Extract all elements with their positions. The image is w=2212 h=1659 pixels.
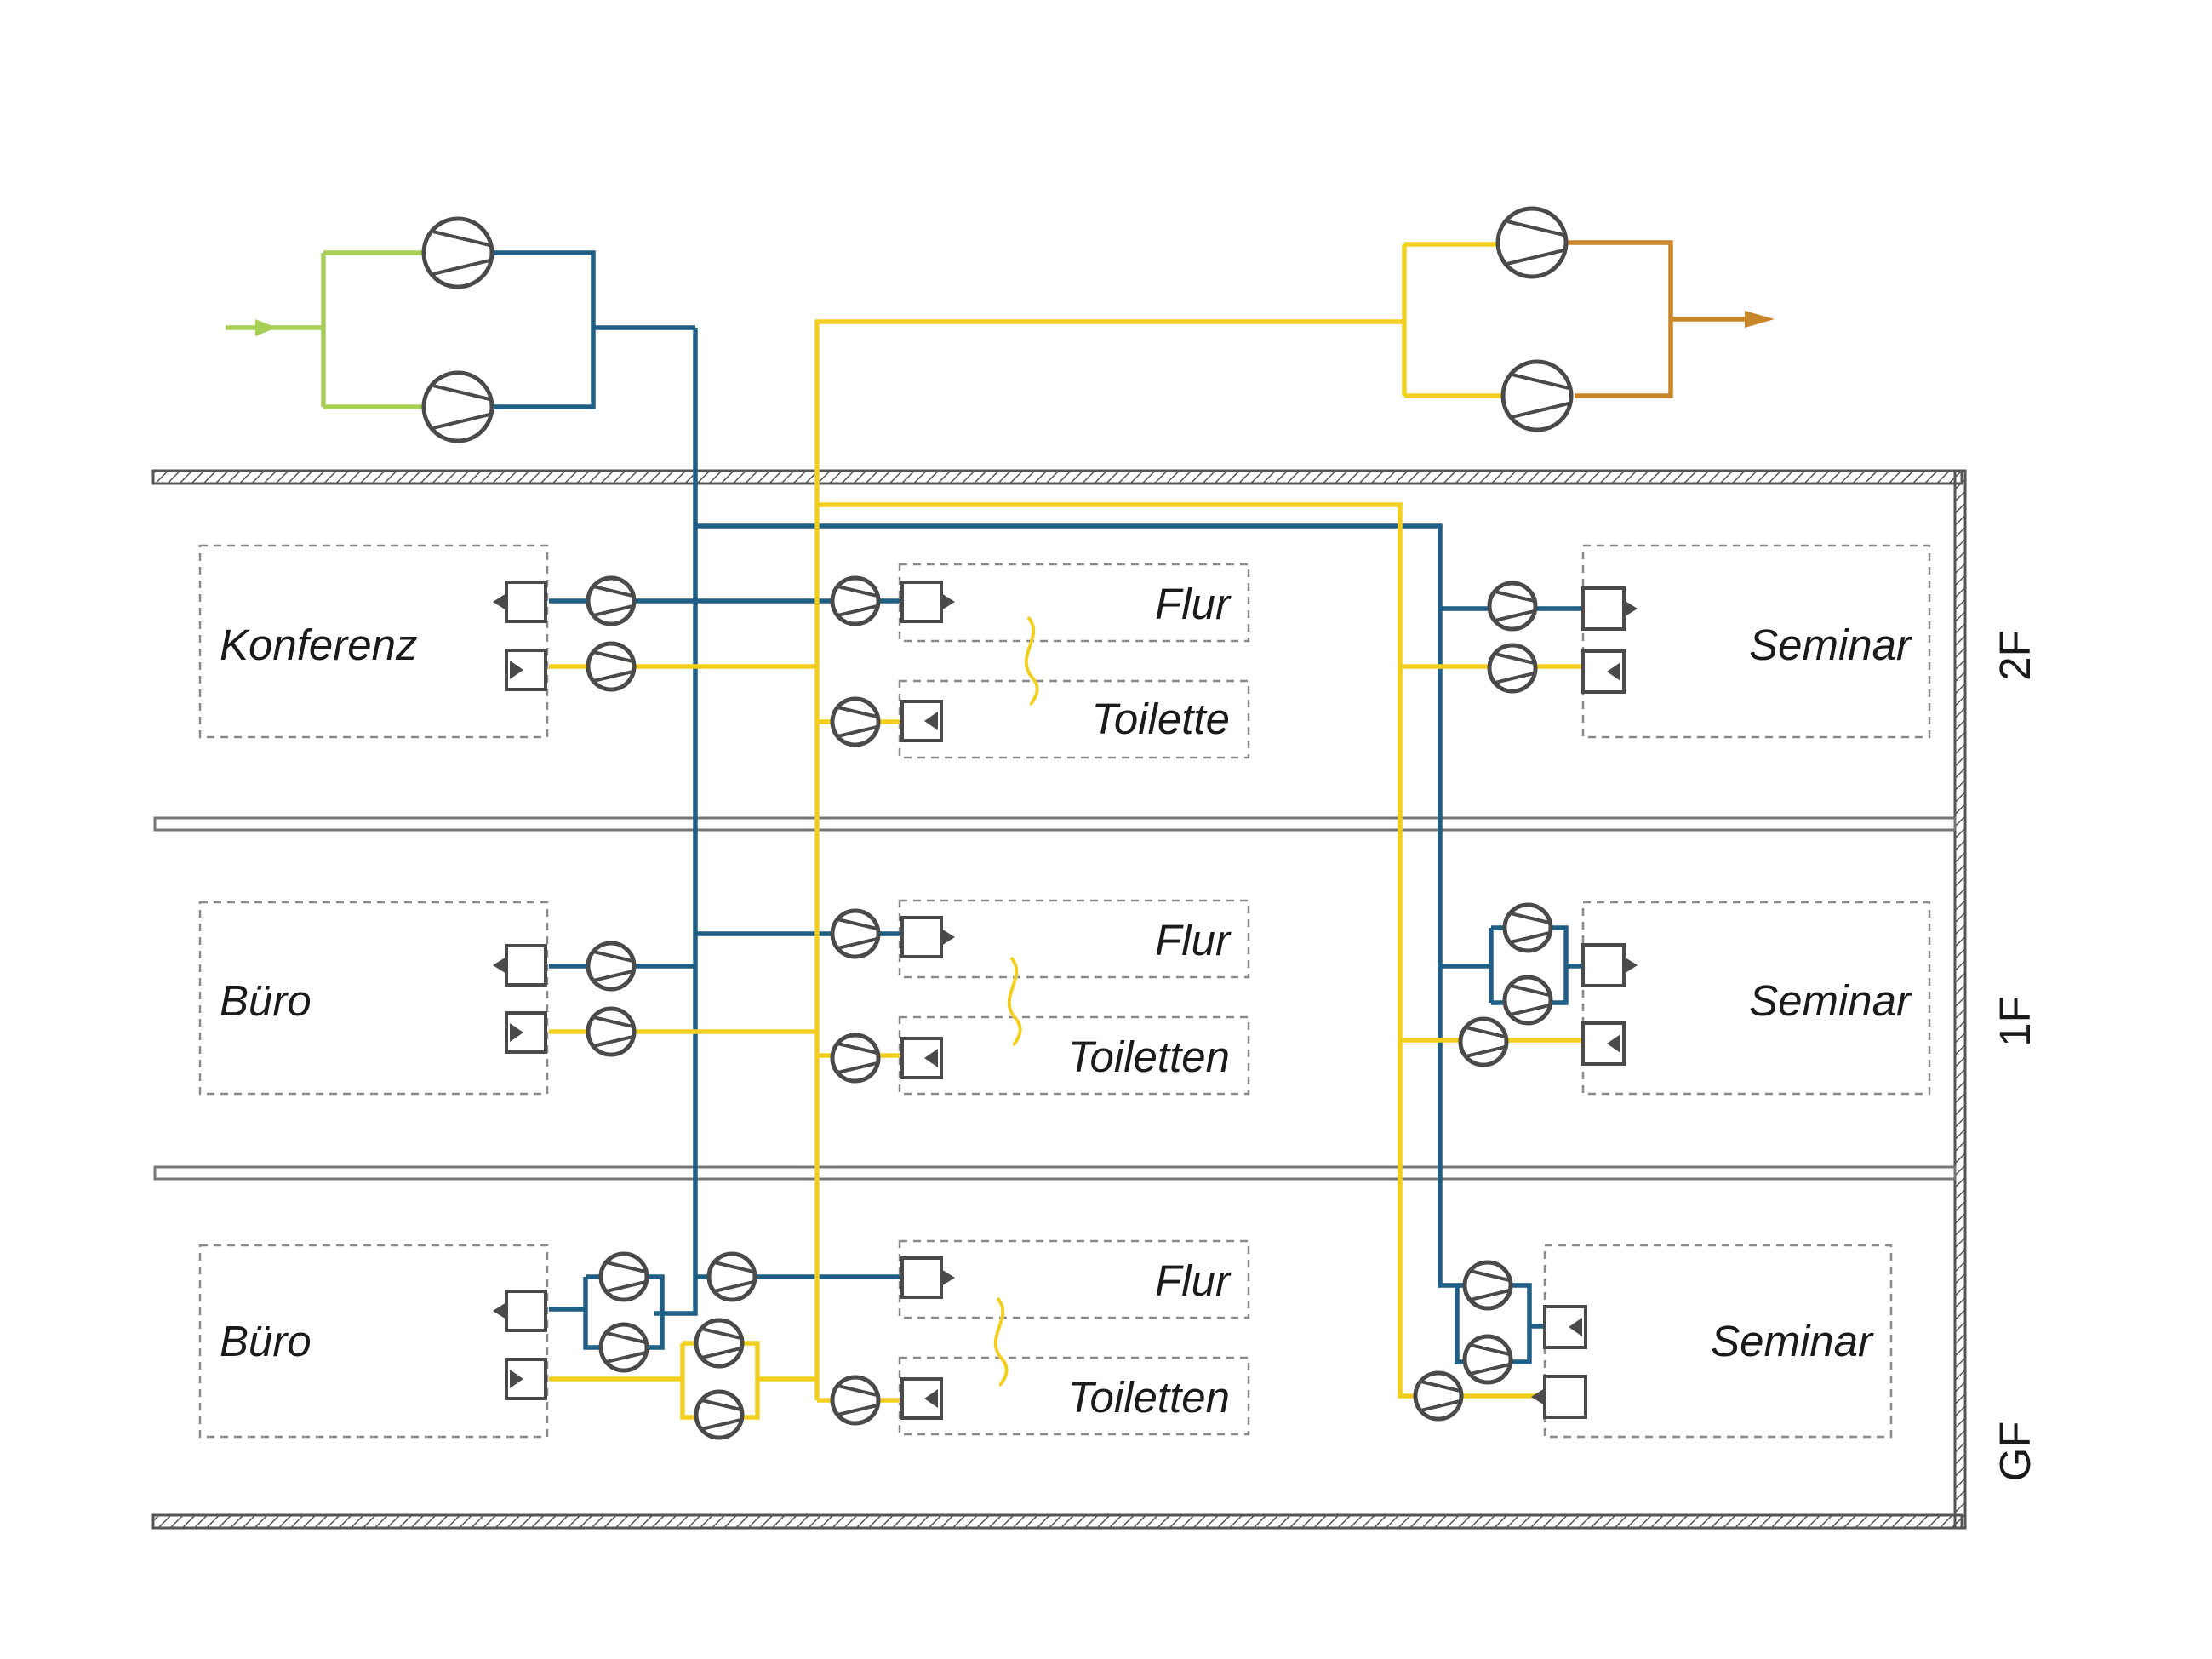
extract-terminal-icon	[1581, 1021, 1626, 1066]
roof-wall	[151, 469, 1963, 485]
fan-icon	[1502, 975, 1553, 1026]
room-box-buero-1f	[198, 901, 549, 1096]
air-transfer-icon	[1024, 615, 1039, 707]
fan-icon	[1458, 1016, 1509, 1067]
supply-terminal-icon	[493, 581, 547, 623]
room-label-toiletten-1f: Toiletten	[1067, 1033, 1230, 1081]
extract-terminal-icon	[505, 649, 547, 691]
fan-icon	[1495, 206, 1569, 279]
room-label-seminar-1f: Seminar	[1749, 976, 1912, 1025]
fan-icon	[694, 1389, 745, 1440]
extract-terminal-icon	[505, 1011, 547, 1054]
room-label-seminar-2f: Seminar	[1749, 621, 1912, 669]
fan-icon	[586, 941, 637, 992]
supply-terminal-icon	[493, 1290, 547, 1332]
room-label-buero-1f: Büro	[220, 976, 312, 1025]
room-box-toilette-2f	[898, 679, 1250, 759]
fan-icon	[1462, 1334, 1513, 1385]
slab-2f-1f	[153, 816, 1957, 832]
supply-air-ducts	[489, 250, 1583, 1364]
supply-terminal-icon	[900, 581, 955, 623]
fan-icon	[1462, 1260, 1513, 1311]
room-box-flur-2f	[898, 563, 1250, 643]
room-label-toiletten-gf: Toiletten	[1067, 1373, 1230, 1422]
room-label-konferenz: Konferenz	[220, 621, 418, 669]
room-box-seminar-gf	[1543, 1244, 1893, 1439]
building-shell	[151, 469, 1967, 1530]
room-box-seminar-2f	[1581, 544, 1931, 739]
supply-terminal-icon	[1543, 1305, 1587, 1349]
extract-terminal-icon	[900, 1037, 943, 1079]
floor-label-1f: 1F	[1991, 996, 2039, 1047]
terminals	[493, 581, 1638, 1420]
fan-icon	[1413, 1370, 1464, 1422]
supply-terminal-icon	[900, 1256, 955, 1299]
room-box-konferenz	[198, 544, 549, 739]
room-box-seminar-1f	[1581, 901, 1931, 1096]
supply-terminal-icon	[900, 916, 955, 958]
right-wall	[1953, 469, 1967, 1530]
air-transfer-icon	[1007, 956, 1022, 1047]
fan-icon	[586, 575, 637, 626]
outdoor-air-ducts	[226, 250, 426, 409]
room-label-buero-gf: Büro	[220, 1317, 312, 1365]
fan-icon	[586, 641, 637, 692]
fan-icon	[1487, 643, 1538, 694]
flow-arrow-icon	[1745, 311, 1775, 328]
fan-icon	[694, 1318, 745, 1369]
room-box-buero-gf	[198, 1244, 549, 1439]
fan-icon	[1500, 359, 1574, 432]
room-labels: Konferenz Flur Toilette Seminar Büro Flu…	[220, 580, 1912, 1422]
room-box-toiletten-1f	[898, 1015, 1250, 1096]
room-label-flur-2f: Flur	[1155, 580, 1232, 628]
fans	[421, 206, 1574, 1440]
fan-icon	[830, 696, 881, 747]
fan-icon	[421, 216, 494, 289]
room-box-flur-1f	[898, 899, 1250, 979]
extract-terminal-icon	[1531, 1375, 1587, 1419]
room-box-flur-gf	[898, 1239, 1250, 1319]
extract-terminal-icon	[505, 1358, 547, 1400]
room-label-toilette-2f: Toilette	[1091, 695, 1230, 743]
air-transfer-icon	[993, 1296, 1009, 1387]
room-boxes	[198, 544, 1931, 1439]
fan-icon	[830, 575, 881, 626]
floor-label-2f: 2F	[1991, 630, 2039, 681]
supply-terminal-icon	[1581, 943, 1638, 987]
room-label-flur-1f: Flur	[1155, 916, 1232, 964]
fan-icon	[830, 1375, 881, 1426]
floor-labels: 2F 1F GF	[1991, 630, 2039, 1481]
air-transfer-icons	[993, 615, 1039, 1387]
room-label-flur-gf: Flur	[1155, 1256, 1232, 1305]
fan-icon	[830, 908, 881, 959]
slab-1f-gf	[153, 1165, 1957, 1181]
exhaust-air-ducts	[1566, 240, 1775, 398]
fan-icon	[830, 1033, 881, 1084]
fan-icon	[1502, 902, 1553, 953]
fan-icon	[598, 1251, 649, 1302]
fan-icon	[421, 370, 494, 443]
supply-terminal-icon	[493, 944, 547, 987]
flow-arrow-icon	[255, 319, 277, 336]
supply-terminal-icon	[1581, 586, 1638, 631]
fan-icon	[598, 1322, 649, 1373]
extract-terminal-icon	[900, 1377, 943, 1420]
ground-wall	[151, 1513, 1963, 1530]
extract-terminal-icon	[900, 700, 943, 742]
room-label-seminar-gf: Seminar	[1711, 1317, 1874, 1365]
fan-icon	[1487, 581, 1538, 632]
floor-label-gf: GF	[1991, 1422, 2039, 1482]
fan-icon	[706, 1251, 757, 1302]
room-box-toiletten-gf	[898, 1356, 1250, 1436]
fan-icon	[586, 1006, 637, 1057]
extract-terminal-icon	[1581, 649, 1626, 694]
